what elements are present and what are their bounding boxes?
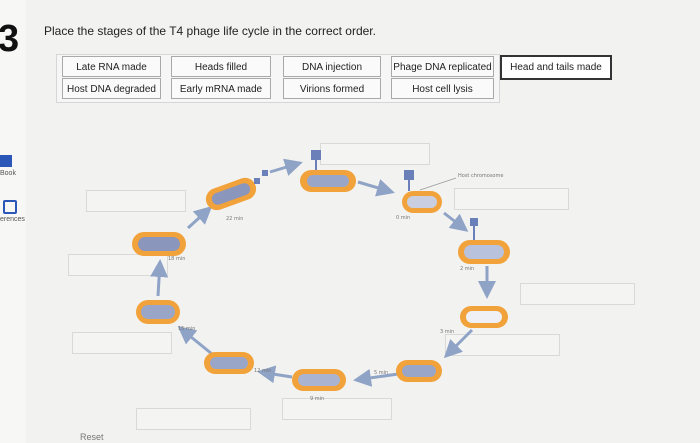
host-chromosome-label: Host chromosome: [458, 173, 503, 179]
tile-virions-formed[interactable]: Virions formed: [283, 78, 381, 99]
time-label: 15 min: [178, 326, 195, 332]
tile-dna-injection[interactable]: DNA injection: [283, 56, 381, 77]
time-label: 18 min: [168, 256, 185, 262]
bacterial-cell-icon: [396, 360, 442, 382]
bacterial-cell-icon: [205, 177, 257, 211]
tile-early-mrna-made[interactable]: Early mRNA made: [171, 78, 271, 99]
arrow-icon: [357, 179, 395, 197]
arrow-icon: [177, 326, 213, 356]
reset-button[interactable]: Reset: [80, 432, 104, 442]
drop-zone-9[interactable]: [136, 408, 251, 430]
question-prompt: Place the stages of the T4 phage life cy…: [44, 24, 376, 38]
drop-zone-3[interactable]: [86, 190, 186, 212]
time-label: 3 min: [440, 329, 454, 335]
time-label: 0 min: [396, 215, 410, 221]
tile-host-dna-degraded[interactable]: Host DNA degraded: [62, 78, 161, 99]
time-label: 22 min: [226, 216, 243, 222]
arrow-icon: [353, 368, 399, 387]
tile-phage-dna-replicated[interactable]: Phage DNA replicated: [391, 56, 494, 77]
arrow-icon: [443, 211, 469, 232]
arrow-icon: [269, 158, 303, 176]
time-label: 5 min: [374, 370, 388, 376]
bacterial-cell-icon: [204, 352, 254, 374]
bacterial-cell-icon: [300, 170, 356, 192]
tile-head-and-tails-made[interactable]: Head and tails made: [500, 55, 612, 80]
tile-host-cell-lysis[interactable]: Host cell lysis: [391, 78, 494, 99]
phage-icon: [311, 150, 321, 170]
question-number: 3: [0, 18, 20, 60]
tile-late-rna-made[interactable]: Late RNA made: [62, 56, 161, 77]
bacterial-cell-icon: [132, 232, 186, 256]
ebook-label[interactable]: Book: [0, 170, 16, 177]
arrow-icon: [443, 328, 474, 359]
arrow-icon: [186, 205, 213, 230]
phage-icon: [470, 218, 478, 240]
arrow-icon: [257, 365, 293, 384]
bacterial-cell-icon: [402, 191, 442, 213]
left-sidebar: [0, 0, 26, 443]
time-label: 2 min: [460, 266, 474, 272]
drop-zone-5[interactable]: [520, 283, 635, 305]
bacterial-cell-icon: [292, 369, 346, 391]
drop-zone-6[interactable]: [72, 332, 172, 354]
time-label: 12 min: [254, 368, 271, 374]
phage-icon: [404, 170, 414, 191]
drop-zone-2[interactable]: [454, 188, 569, 210]
bacterial-cell-icon: [460, 306, 508, 328]
arrow-icon: [150, 259, 169, 297]
time-label: 9 min: [310, 396, 324, 402]
references-label[interactable]: erences: [0, 216, 25, 223]
drop-zone-8[interactable]: [282, 398, 392, 420]
tile-heads-filled[interactable]: Heads filled: [171, 56, 271, 77]
phage-icon: [254, 170, 268, 184]
references-icon[interactable]: [3, 200, 17, 214]
ebook-icon[interactable]: [0, 155, 12, 167]
bacterial-cell-icon: [458, 240, 510, 264]
bacterial-cell-icon: [136, 300, 180, 324]
